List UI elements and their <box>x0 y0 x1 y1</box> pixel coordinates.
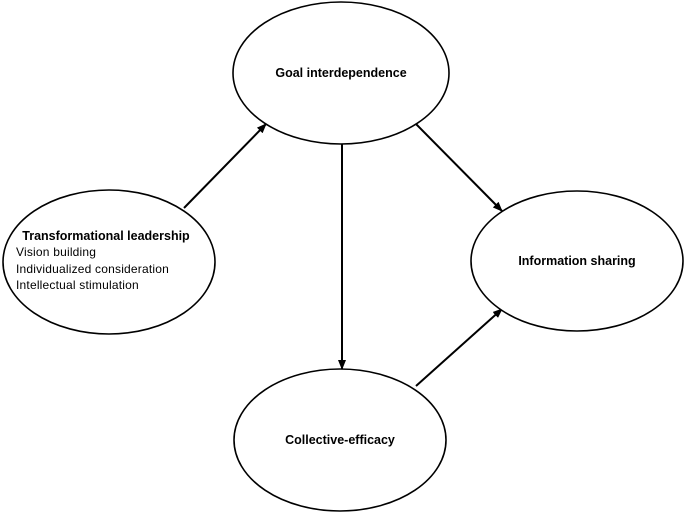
node-goal-interdependence-shape <box>232 1 450 145</box>
node-transformational-leadership-title: Transformational leadership <box>22 229 190 243</box>
node-information-sharing-title: Information sharing <box>518 254 635 268</box>
node-information-sharing: Information sharing <box>470 190 684 332</box>
node-collective-efficacy-title: Collective-efficacy <box>285 433 395 447</box>
node-transformational-leadership: Transformational leadership Vision build… <box>2 189 216 335</box>
edge-collective-to-information <box>415 308 503 387</box>
node-transformational-leadership-item: Individualized consideration <box>16 262 169 276</box>
node-collective-efficacy-shape <box>233 368 447 512</box>
node-information-sharing-shape <box>470 190 684 332</box>
node-transformational-leadership-item: Intellectual stimulation <box>16 278 139 292</box>
node-transformational-leadership-item: Vision building <box>16 245 96 259</box>
node-collective-efficacy: Collective-efficacy <box>233 368 447 512</box>
node-goal-interdependence: Goal interdependence <box>232 1 450 145</box>
edge-goal-to-information <box>415 123 503 212</box>
edge-leadership-to-goal <box>183 123 267 209</box>
node-goal-interdependence-title: Goal interdependence <box>275 66 406 80</box>
node-transformational-leadership-shape <box>2 189 216 335</box>
